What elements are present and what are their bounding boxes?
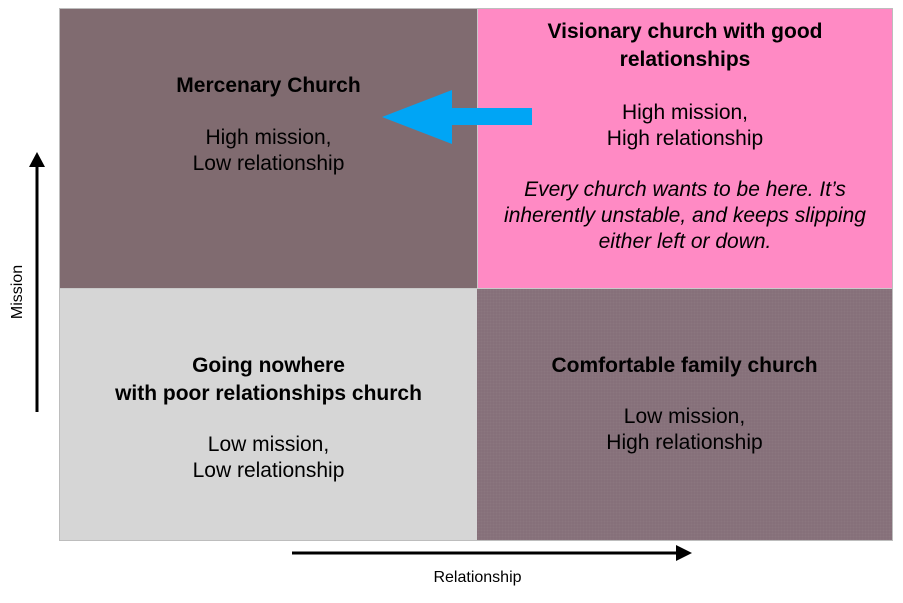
quadrant-title: Visionary church with good <box>547 20 823 43</box>
mission-axis-label: Mission <box>9 264 26 320</box>
quadrant-desc-line: Low relationship <box>192 152 345 175</box>
quadrant-desc-line: High mission, <box>205 126 332 149</box>
quadrant-desc-line: High relationship <box>606 127 764 150</box>
quadrant-grid: Mercenary Church High mission, Low relat… <box>59 8 893 541</box>
quadrant-comfortable-family-church: Comfortable family church Low mission, H… <box>477 288 892 540</box>
quadrant-desc-line: Low mission, <box>207 433 330 456</box>
mission-axis-arrowhead <box>29 152 45 167</box>
relationship-axis-arrow-icon <box>292 545 692 561</box>
quadrant-mercenary-church: Mercenary Church High mission, Low relat… <box>60 9 477 288</box>
quadrant-title: with poor relationships church <box>115 382 422 405</box>
quadrant-going-nowhere-church: Going nowhere with poor relationships ch… <box>60 288 477 540</box>
relationship-axis-arrowhead <box>676 545 692 561</box>
quadrant-title: Mercenary Church <box>176 74 361 97</box>
quadrant-title: relationships <box>619 48 751 71</box>
slip-left-arrow-shape <box>382 90 532 144</box>
slip-left-arrow-icon <box>382 90 532 144</box>
quadrant-note-line: inherently unstable, and keeps slipping <box>504 204 866 227</box>
quadrant-desc-line: High mission, <box>621 101 749 124</box>
quadrant-visionary-church: Visionary church with good relationships… <box>477 9 892 288</box>
quadrant-desc-line: High relationship <box>606 431 763 454</box>
quadrant-title: Going nowhere <box>192 354 345 377</box>
quadrant-title: Comfortable family church <box>551 354 818 377</box>
mission-axis-arrow-icon <box>29 152 45 412</box>
quadrant-desc-line: Low mission, <box>623 405 746 428</box>
relationship-axis-label: Relationship <box>433 569 522 586</box>
quadrant-desc-line: Low relationship <box>192 459 345 482</box>
quadrant-note-line: Every church wants to be here. It’s <box>524 178 846 201</box>
quadrant-note-line: either left or down. <box>598 230 772 253</box>
